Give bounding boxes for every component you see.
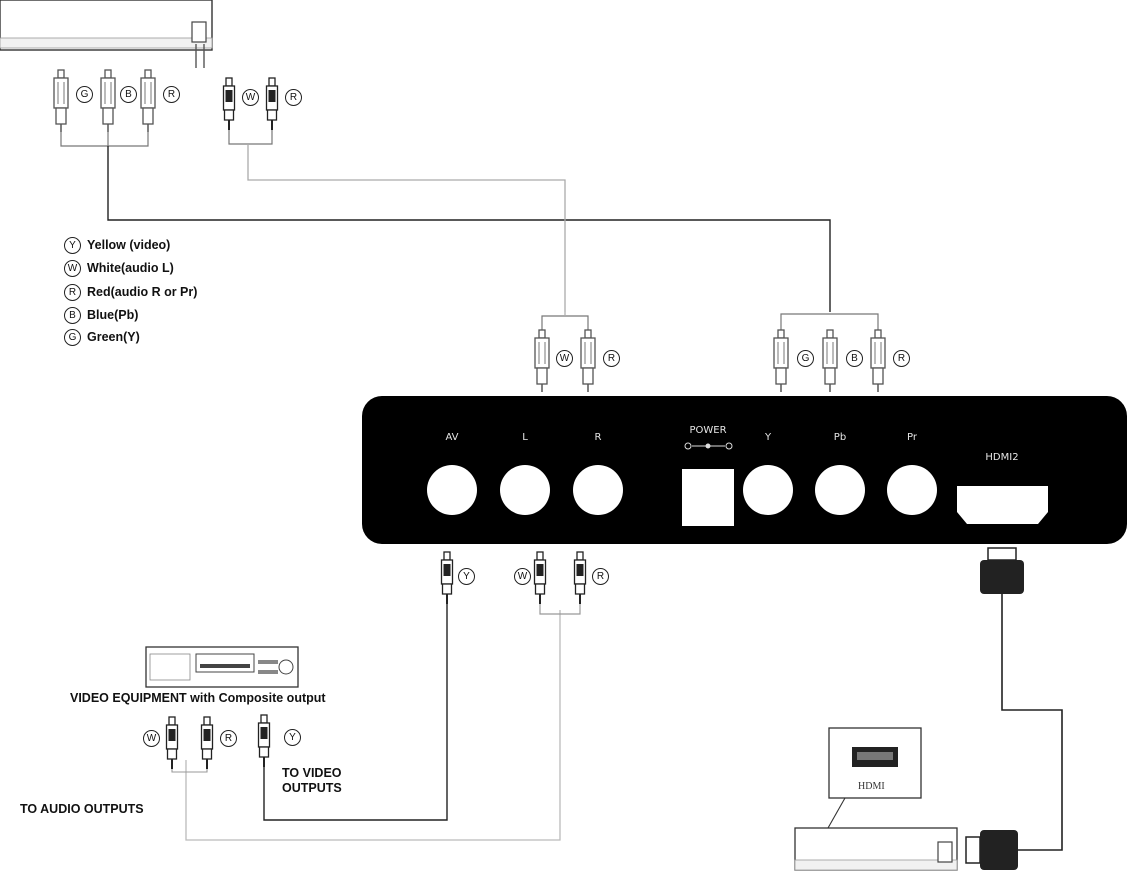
pr-jack	[887, 465, 937, 515]
av-jack	[427, 465, 477, 515]
plug-badge-bottom-w: W	[514, 568, 531, 585]
to-video-outputs-line1: TO VIDEO	[282, 766, 342, 780]
hdmi-device	[794, 727, 958, 871]
legend-badge: B	[64, 306, 81, 324]
bottom-audio-plugs	[533, 551, 587, 615]
hdmi-device-label: HDMI	[858, 781, 885, 792]
panel-label-l: L	[522, 432, 528, 443]
plug-badge-mid-w: W	[556, 350, 573, 367]
back-panel	[362, 396, 1127, 544]
y-jack	[743, 465, 793, 515]
plug-badge-topaudio-r: R	[285, 89, 302, 106]
panel-label-pb: Pb	[833, 432, 847, 443]
legend-text: Yellow (video)	[87, 238, 171, 252]
legend-text: Green(Y)	[87, 330, 140, 344]
legend-badge: R	[64, 283, 81, 301]
mid-audio-plugs	[534, 312, 596, 393]
pb-jack	[815, 465, 865, 515]
hdmi2-port	[957, 486, 1048, 524]
plug-badge-midcomp-g: G	[797, 350, 814, 367]
plug-badge-dvd-w: W	[143, 730, 160, 747]
plug-badge-top-b: B	[120, 86, 137, 103]
power-jack	[682, 469, 734, 526]
legend-item-red: R Red(audio R or Pr)	[64, 282, 197, 302]
legend-item-yellow: Y Yellow (video)	[64, 235, 170, 255]
dvd-audio-plugs	[165, 716, 214, 773]
legend-text: Blue(Pb)	[87, 308, 139, 322]
plug-badge-av-y: Y	[458, 568, 475, 585]
hdmi-plug-panel	[980, 547, 1024, 594]
plug-badge-midcomp-r: R	[893, 350, 910, 367]
dvd-video-plug	[257, 714, 271, 768]
plug-badge-top-r: R	[163, 86, 180, 103]
plug-badge-dvd-y: Y	[284, 729, 301, 746]
legend-badge: G	[64, 328, 81, 346]
panel-label-pr: Pr	[907, 432, 917, 443]
top-audio-plugs	[222, 77, 279, 145]
power-polarity-icon	[684, 442, 733, 450]
r-jack	[573, 465, 623, 515]
plug-badge-bottom-r: R	[592, 568, 609, 585]
hdmi-plug-device	[965, 830, 1018, 870]
top-component-plugs	[53, 69, 156, 147]
l-jack	[500, 465, 550, 515]
mid-component-plugs	[773, 313, 886, 393]
legend-text: Red(audio R or Pr)	[87, 285, 198, 299]
plug-badge-topaudio-w: W	[242, 89, 259, 106]
top-source-device	[0, 0, 213, 68]
panel-label-av: AV	[445, 432, 459, 443]
to-audio-outputs-caption: TO AUDIO OUTPUTS	[20, 802, 144, 816]
legend-text: White(audio L)	[87, 261, 174, 275]
panel-label-hdmi2: HDMI2	[985, 452, 1019, 463]
plug-badge-top-g: G	[76, 86, 93, 103]
video-equipment-device	[145, 646, 299, 688]
legend-badge: Y	[64, 236, 81, 254]
bottom-av-plug	[440, 551, 454, 605]
plug-badge-midcomp-b: B	[846, 350, 863, 367]
panel-label-r: R	[594, 432, 602, 443]
video-equipment-caption: VIDEO EQUIPMENT with Composite output	[70, 691, 326, 705]
panel-label-power: POWER	[689, 425, 727, 436]
to-video-outputs-line2: OUTPUTS	[282, 781, 342, 795]
panel-label-y: Y	[764, 432, 772, 443]
legend-item-green: G Green(Y)	[64, 327, 140, 347]
legend-badge: W	[64, 259, 81, 277]
plug-badge-dvd-r: R	[220, 730, 237, 747]
plug-badge-mid-r: R	[603, 350, 620, 367]
cables	[107, 144, 1063, 851]
legend-item-blue: B Blue(Pb)	[64, 305, 138, 325]
legend-item-white: W White(audio L)	[64, 258, 174, 278]
